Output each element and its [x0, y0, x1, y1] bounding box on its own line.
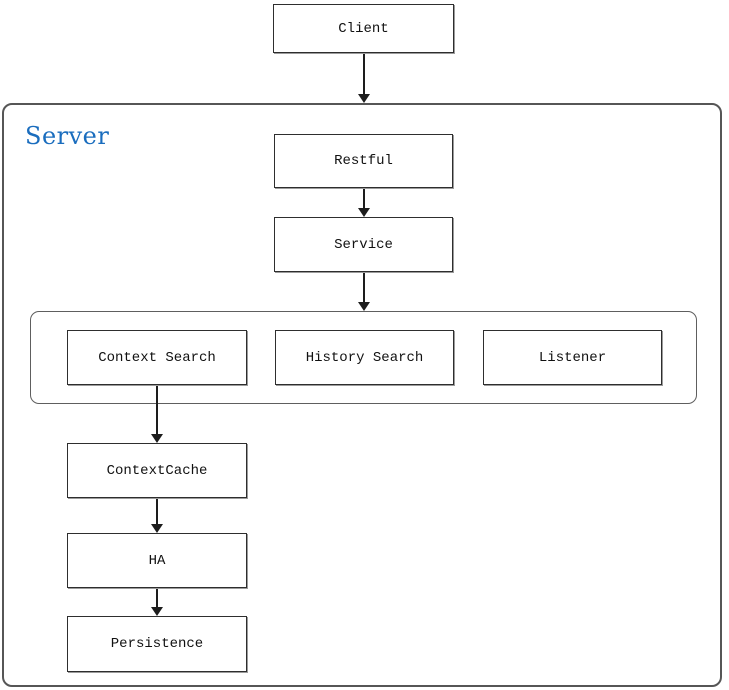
- node-persistence-label: Persistence: [110, 636, 204, 652]
- node-client: Client: [273, 4, 454, 53]
- node-context-cache: ContextCache: [67, 443, 247, 498]
- node-context-search: Context Search: [67, 330, 247, 385]
- node-persistence: Persistence: [67, 616, 247, 672]
- node-service: Service: [274, 217, 453, 272]
- node-context-cache-label: ContextCache: [106, 462, 208, 479]
- server-group-label: Server: [25, 122, 110, 150]
- node-ha-label: HA: [148, 552, 166, 569]
- node-listener: Listener: [483, 330, 662, 385]
- node-ha: HA: [67, 533, 247, 588]
- node-history-search: History Search: [275, 330, 454, 385]
- arrow-client-to-server: [358, 53, 370, 103]
- node-service-label: Service: [334, 236, 393, 253]
- node-restful-label: Restful: [334, 153, 393, 169]
- node-restful: Restful: [274, 134, 453, 188]
- node-client-label: Client: [338, 20, 389, 37]
- node-context-search-label: Context Search: [98, 349, 216, 366]
- node-history-search-label: History Search: [305, 349, 424, 366]
- arrow-restful-to-service: [358, 188, 370, 217]
- arrow-context-cache-to-ha: [151, 498, 163, 533]
- arrow-service-to-search-group: [358, 272, 370, 311]
- node-listener-label: Listener: [538, 349, 607, 366]
- arrow-ha-to-persistence: [151, 588, 163, 616]
- arrow-context-search-to-context-cache: [151, 385, 163, 443]
